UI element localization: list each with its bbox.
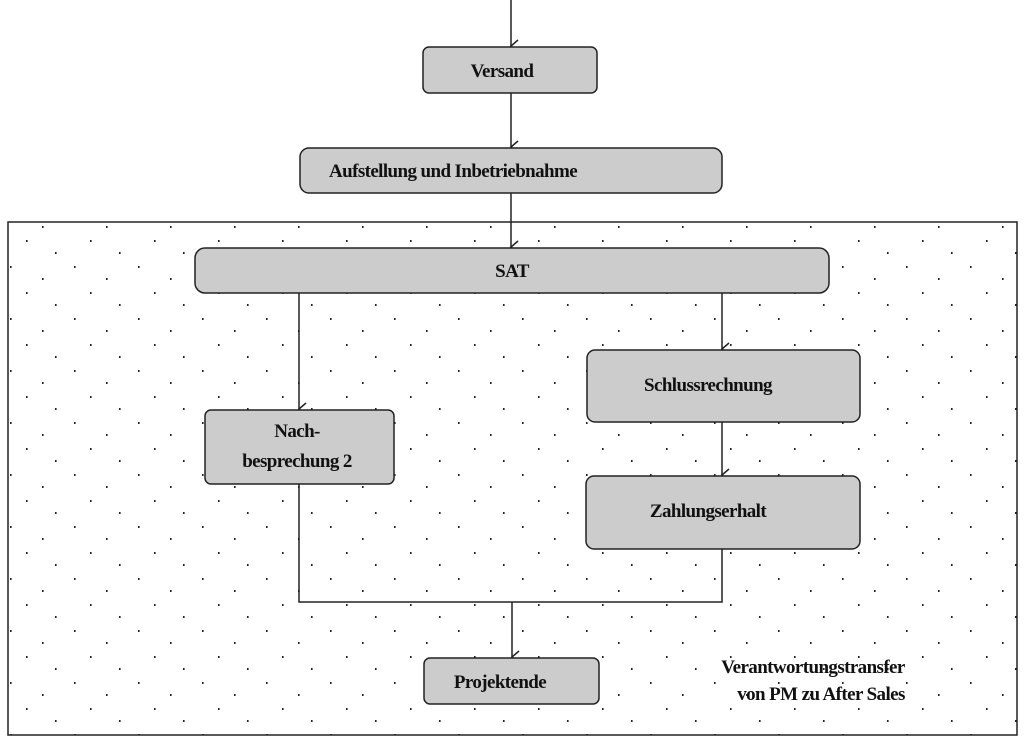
node-projektende: Projektende [423, 657, 600, 705]
node-label: Aufstellung und Inbetriebnahme [329, 161, 577, 182]
node-label-line2: besprechung 2 [242, 451, 352, 472]
region-label-line2: von PM zu After Sales [737, 684, 905, 705]
node-sat: SAT [194, 247, 830, 294]
merge-connector [298, 484, 723, 603]
node-label: SAT [495, 261, 530, 282]
node-versand: Versand [422, 46, 598, 94]
node-label: Projektende [454, 672, 546, 693]
node-aufstellung: Aufstellung und Inbetriebnahme [299, 147, 723, 194]
region-label-line1: Verantwortungstransfer [721, 657, 906, 678]
node-label-line1: Nach- [274, 421, 320, 442]
node-zahlungserhalt: Zahlungserhalt [585, 475, 861, 550]
node-schlussrechnung: Schlussrechnung [586, 349, 861, 423]
node-nachbesprechung: Nach- besprechung 2 [204, 409, 395, 485]
node-label: Zahlungserhalt [650, 501, 767, 522]
node-label: Versand [471, 61, 535, 82]
node-label: Schlussrechnung [644, 375, 773, 396]
